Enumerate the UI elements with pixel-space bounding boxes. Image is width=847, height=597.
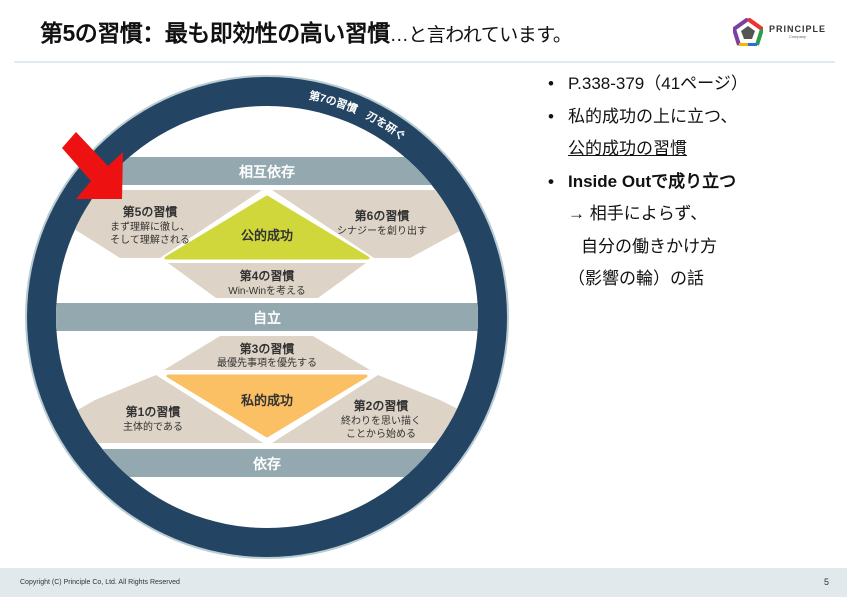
seven-habits-diagram: 第7の習慣 刃を研ぐ 相互依存 自立 依存 公的成功 私的成功 第5の習慣 まず… (25, 75, 509, 559)
bullet-text: → 相手によらず、 (568, 204, 708, 223)
habit5-shape (60, 190, 262, 258)
habit2-title: 第2の習慣 (354, 398, 409, 413)
page-title: 第5の習慣：最も即効性の高い習慣…と言われています。 (40, 14, 572, 48)
page-number: 5 (823, 577, 829, 587)
band-mid-label: 自立 (253, 310, 281, 326)
bullet-pages: P.338-379（41ページ） (568, 74, 748, 93)
bullet-continuation: 公的成功の習慣 (548, 133, 748, 166)
logo-sub: Company (788, 34, 807, 39)
bullet-underlined-text: 公的成功の習慣 (568, 139, 687, 158)
habit6-shape (272, 190, 478, 258)
habit5-title: 第5の習慣 (123, 204, 178, 219)
habit2-shape (272, 375, 478, 443)
bullet-item: • 私的成功の上に立つ、 (548, 101, 748, 134)
bullet-dot: • (548, 106, 554, 126)
title-sub: …と言われています。 (389, 25, 572, 46)
habit4-shape (168, 263, 366, 298)
bullet-text: 自分の働きかけ方 (581, 236, 717, 256)
red-arrow-icon (62, 132, 123, 199)
copyright: Copyright (C) Principle Co, Ltd. All Rig… (20, 579, 180, 586)
bullet-text: Inside Outで成り立つ (568, 171, 737, 191)
bullet-dot: • (548, 171, 554, 191)
bullet-continuation: （影響の輪）の話 (548, 263, 748, 296)
band-bottom-label: 依存 (253, 456, 281, 472)
habit6-desc: シナジーを創り出す (337, 224, 427, 237)
habit1-desc: 主体的である (123, 420, 183, 433)
habit1-shape (60, 375, 263, 443)
habit4-title: 第4の習慣 (240, 268, 295, 283)
logo-name: PRINCIPLE (769, 24, 827, 34)
band-independence (56, 303, 478, 331)
bullet-continuation: 自分の働きかけ方 (548, 231, 748, 264)
habit1-title: 第1の習慣 (126, 404, 181, 419)
pentagon-logo-icon (733, 18, 763, 46)
company-logo: PRINCIPLE Company (733, 18, 826, 46)
habit5-desc: そして理解される (110, 233, 190, 246)
footer: Copyright (C) Principle Co, Ltd. All Rig… (0, 568, 847, 597)
bullet-continuation: → 相手によらず、 (548, 198, 748, 231)
habit2-desc: ことから始める (346, 427, 416, 440)
habit4-desc: Win-Winを考える (228, 285, 305, 297)
habit5-desc: まず理解に徹し、 (110, 220, 190, 233)
habit3-shape (164, 336, 370, 370)
habit3-title: 第3の習慣 (240, 341, 295, 356)
private-victory-triangle (166, 374, 368, 438)
header-divider (14, 61, 835, 63)
band-top-label: 相互依存 (239, 164, 295, 180)
bullet-text: 私的成功の上に立つ、 (568, 106, 738, 126)
public-victory-triangle (164, 195, 370, 260)
title-main: 第5の習慣：最も即効性の高い習慣 (40, 20, 390, 46)
public-victory-label: 公的成功 (241, 228, 293, 243)
bullet-text: （影響の輪）の話 (568, 269, 704, 288)
bullet-item: • P.338-379（41ページ） (548, 68, 748, 101)
habit6-title: 第6の習慣 (355, 208, 410, 223)
band-dependence (56, 449, 478, 477)
habit3-desc: 最優先事項を優先する (217, 356, 317, 369)
bullet-item: • Inside Outで成り立つ (548, 166, 748, 199)
bullet-dot: • (548, 74, 554, 93)
band-interdependence (56, 157, 478, 185)
bullet-list: • P.338-379（41ページ） • 私的成功の上に立つ、 公的成功の習慣 • I… (548, 68, 748, 296)
habit2-desc: 終わりを思い描く (341, 414, 421, 427)
private-victory-label: 私的成功 (241, 393, 293, 408)
